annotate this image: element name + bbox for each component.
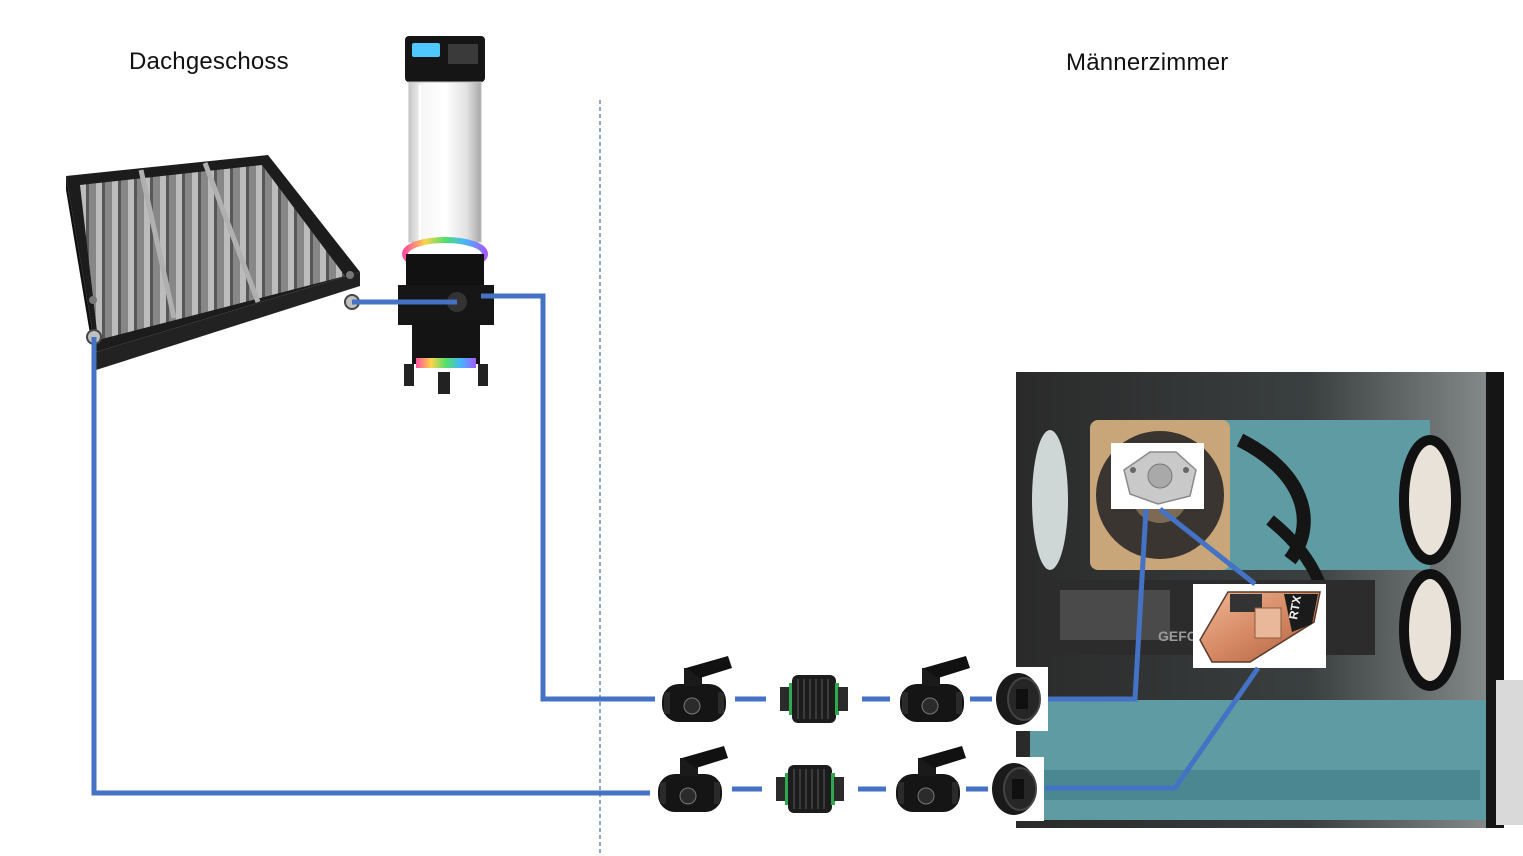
case-fan-top — [1399, 435, 1461, 565]
front-fan — [1032, 430, 1068, 570]
pump-reservoir — [398, 36, 494, 394]
ball-valve-bottom-left — [657, 745, 729, 813]
ball-valve-bottom-right — [895, 745, 967, 813]
tube-gpu-return — [1045, 666, 1261, 791]
ball-valve-top-right — [899, 655, 971, 723]
extender-bottom — [775, 764, 845, 814]
gpu-water-block: RTX — [1193, 584, 1326, 668]
fittings-bottom-row — [657, 745, 1045, 822]
quick-disconnect-bottom — [987, 756, 1045, 822]
room-label-dachgeschoss: Dachgeschoss — [129, 48, 289, 75]
extender-top — [779, 674, 849, 724]
room-label-maennerzimmer: Männerzimmer — [1066, 49, 1229, 76]
tube-pump-to-valve-top — [481, 293, 655, 702]
gpu-block-text: RTX — [1286, 594, 1304, 620]
quick-disconnect-top — [991, 666, 1049, 732]
tube-radiator-to-valve-bottom — [91, 337, 650, 796]
fittings-top-row — [661, 655, 1049, 732]
gpu-brand-text: GEFO — [1158, 628, 1198, 644]
ball-valve-top-left — [661, 655, 733, 723]
radiator — [66, 155, 360, 370]
tube-cpu-to-gpu — [1158, 507, 1257, 586]
tubing — [91, 293, 1261, 796]
tube-to-cpu — [1047, 508, 1149, 702]
case-fan-bottom — [1399, 569, 1461, 691]
cpu-water-block — [1111, 443, 1204, 509]
